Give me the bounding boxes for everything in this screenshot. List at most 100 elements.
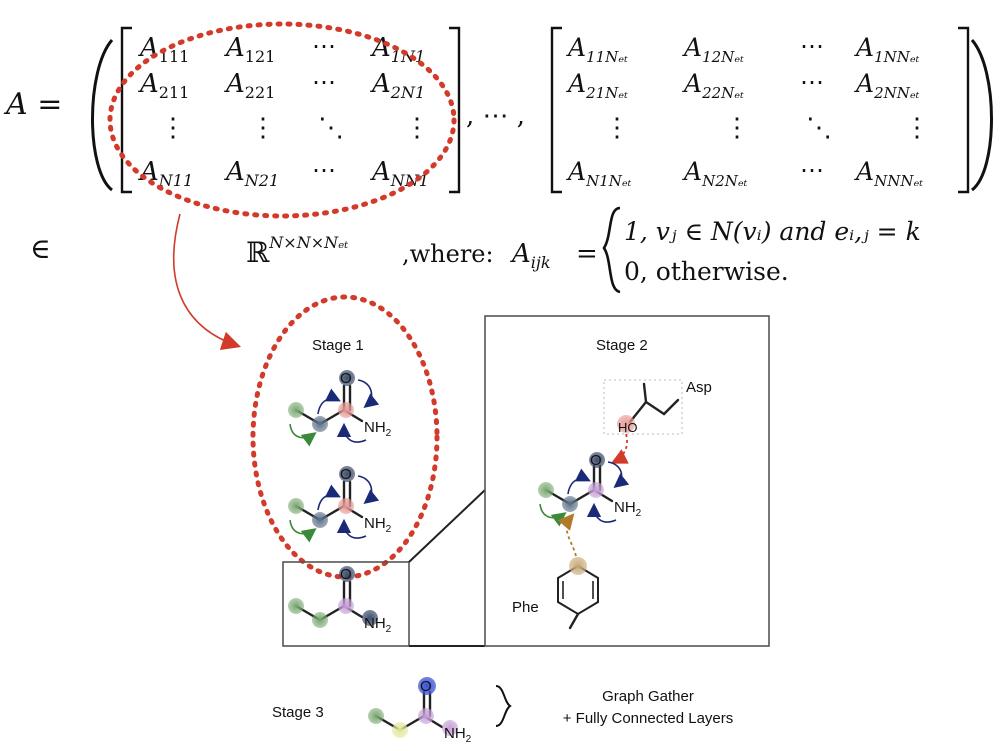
element-of-symbol: ∈ xyxy=(30,232,51,265)
vdots: ⋮ xyxy=(724,113,750,143)
bond xyxy=(662,398,680,416)
matrix-entry: ⋯ xyxy=(312,32,336,60)
atom-node xyxy=(312,612,328,628)
matrix-entry: AN11 xyxy=(138,157,193,190)
atom-node xyxy=(588,482,604,498)
message-arrow xyxy=(317,484,341,511)
ddots: ⋱ xyxy=(806,113,832,143)
nh2-label: NH2 xyxy=(614,499,642,519)
matrix-entry: ⋯ xyxy=(800,156,824,184)
matrix-entry: A221 xyxy=(224,69,275,102)
left-matrix-open-bracket xyxy=(120,26,132,194)
phe-fragment: Phe xyxy=(512,557,599,630)
message-arrow xyxy=(607,461,630,489)
atom-node xyxy=(288,598,304,614)
equals-sign: = xyxy=(576,239,598,269)
oxygen-label: O xyxy=(340,466,352,483)
asp-label: Asp xyxy=(686,379,712,396)
message-arrow xyxy=(357,379,380,409)
matrix-entry: A121 xyxy=(224,33,275,66)
atom-node xyxy=(589,452,605,468)
stage3-caption-line2: + Fully Connected Layers xyxy=(563,710,734,727)
phe-label: Phe xyxy=(512,599,539,616)
vdots: ⋮ xyxy=(604,113,630,143)
matrix-entry: A2N1 xyxy=(370,69,425,102)
asp-fragment: HO Asp xyxy=(603,379,712,435)
atom-node xyxy=(338,598,354,614)
left-big-paren xyxy=(91,39,114,192)
equation-lhs: A = xyxy=(3,87,62,122)
oxygen-label: O xyxy=(340,566,352,583)
stage3-label: Stage 3 xyxy=(272,704,324,721)
matrix-entry: A1NNₑₜ xyxy=(854,33,920,66)
matrix-entry: ⋯ xyxy=(800,68,824,96)
stage3-caption-line1: Graph Gather xyxy=(602,688,694,705)
matrix-highlight-ellipse xyxy=(107,21,457,219)
left-matrix: A111 A121 ⋯ A1N1 A211 A221 ⋯ A2N1 ⋮ ⋮ ⋱ … xyxy=(138,32,430,190)
atom-node xyxy=(617,415,635,433)
atom-node xyxy=(418,708,434,724)
atom-node xyxy=(288,498,304,514)
matrix-entry: AN1Nₑₜ xyxy=(566,157,632,190)
matrix-entry: A11Nₑₜ xyxy=(566,33,628,66)
atom-node xyxy=(442,720,458,736)
case-one: 1, vⱼ ∈ N(vᵢ) and eᵢ,ⱼ = k xyxy=(624,217,921,246)
oxygen-label: O xyxy=(420,678,432,695)
where-text: ,where: xyxy=(402,240,494,268)
right-matrix: A11Nₑₜ A12Nₑₜ ⋯ A1NNₑₜ A21Nₑₜ A22Nₑₜ ⋯ A… xyxy=(566,32,930,190)
message-arrow xyxy=(336,518,367,539)
stage1-label: Stage 1 xyxy=(312,337,364,354)
atom-node xyxy=(288,402,304,418)
atom-node xyxy=(339,566,355,582)
matrix-entry: A12Nₑₜ xyxy=(682,33,744,66)
atom-node xyxy=(312,416,328,432)
bond xyxy=(644,400,666,416)
zoom-line-top xyxy=(408,489,486,563)
vdots: ⋮ xyxy=(404,113,430,143)
stage2-molecule: O NH2 xyxy=(538,452,642,527)
vdots: ⋮ xyxy=(250,113,276,143)
phe-interaction-arrow xyxy=(557,513,577,557)
message-arrow xyxy=(567,468,591,495)
asp-interaction-arrow xyxy=(610,433,629,464)
atom-node xyxy=(338,402,354,418)
matrix-entry: ANNNₑₜ xyxy=(854,157,923,190)
input-molecule-box xyxy=(282,561,410,647)
stage1-molecule-top: O NH2 xyxy=(288,370,392,447)
matrix-entry: ⋯ xyxy=(312,156,336,184)
message-arrow xyxy=(289,423,317,447)
oxygen-label: O xyxy=(340,370,352,387)
vdots: ⋮ xyxy=(160,113,186,143)
ho-label: HO xyxy=(618,420,638,435)
stage3-molecule: O NH2 xyxy=(368,677,472,745)
matrix-entry: A211 xyxy=(138,69,189,102)
stage2-label: Stage 2 xyxy=(596,337,648,354)
oxygen-label: O xyxy=(590,452,602,469)
atom-node xyxy=(418,677,436,695)
matrix-entry: ⋯ xyxy=(312,68,336,96)
nh2-label: NH2 xyxy=(364,615,392,635)
atom-node xyxy=(338,498,354,514)
matrix-entry: A21Nₑₜ xyxy=(566,69,628,102)
right-big-paren xyxy=(970,39,993,192)
highlight-connector-arrow xyxy=(172,213,242,351)
atom-node xyxy=(538,482,554,498)
stage2-box xyxy=(484,315,770,647)
stage3-brace xyxy=(495,685,512,727)
message-arrow xyxy=(289,519,317,543)
case-zero: 0, otherwise. xyxy=(624,257,789,286)
cases-brace xyxy=(602,206,621,294)
input-molecule: O NH2 xyxy=(288,566,392,635)
atom-node xyxy=(362,610,378,626)
aijk-symbol: Aijk xyxy=(510,239,551,272)
bond xyxy=(568,612,580,630)
matrix-entry: ANN1 xyxy=(370,157,429,190)
right-matrix-open-bracket xyxy=(550,26,562,194)
real-space: ℝN×N×Nₑₜ xyxy=(246,233,348,269)
vdots: ⋮ xyxy=(904,113,930,143)
equation-block: A = A111 A121 ⋯ A1N1 A211 A221 ⋯ A2N1 ⋮ … xyxy=(3,26,993,294)
atom-node xyxy=(339,370,355,386)
atom-node xyxy=(339,466,355,482)
atom-node xyxy=(562,496,578,512)
